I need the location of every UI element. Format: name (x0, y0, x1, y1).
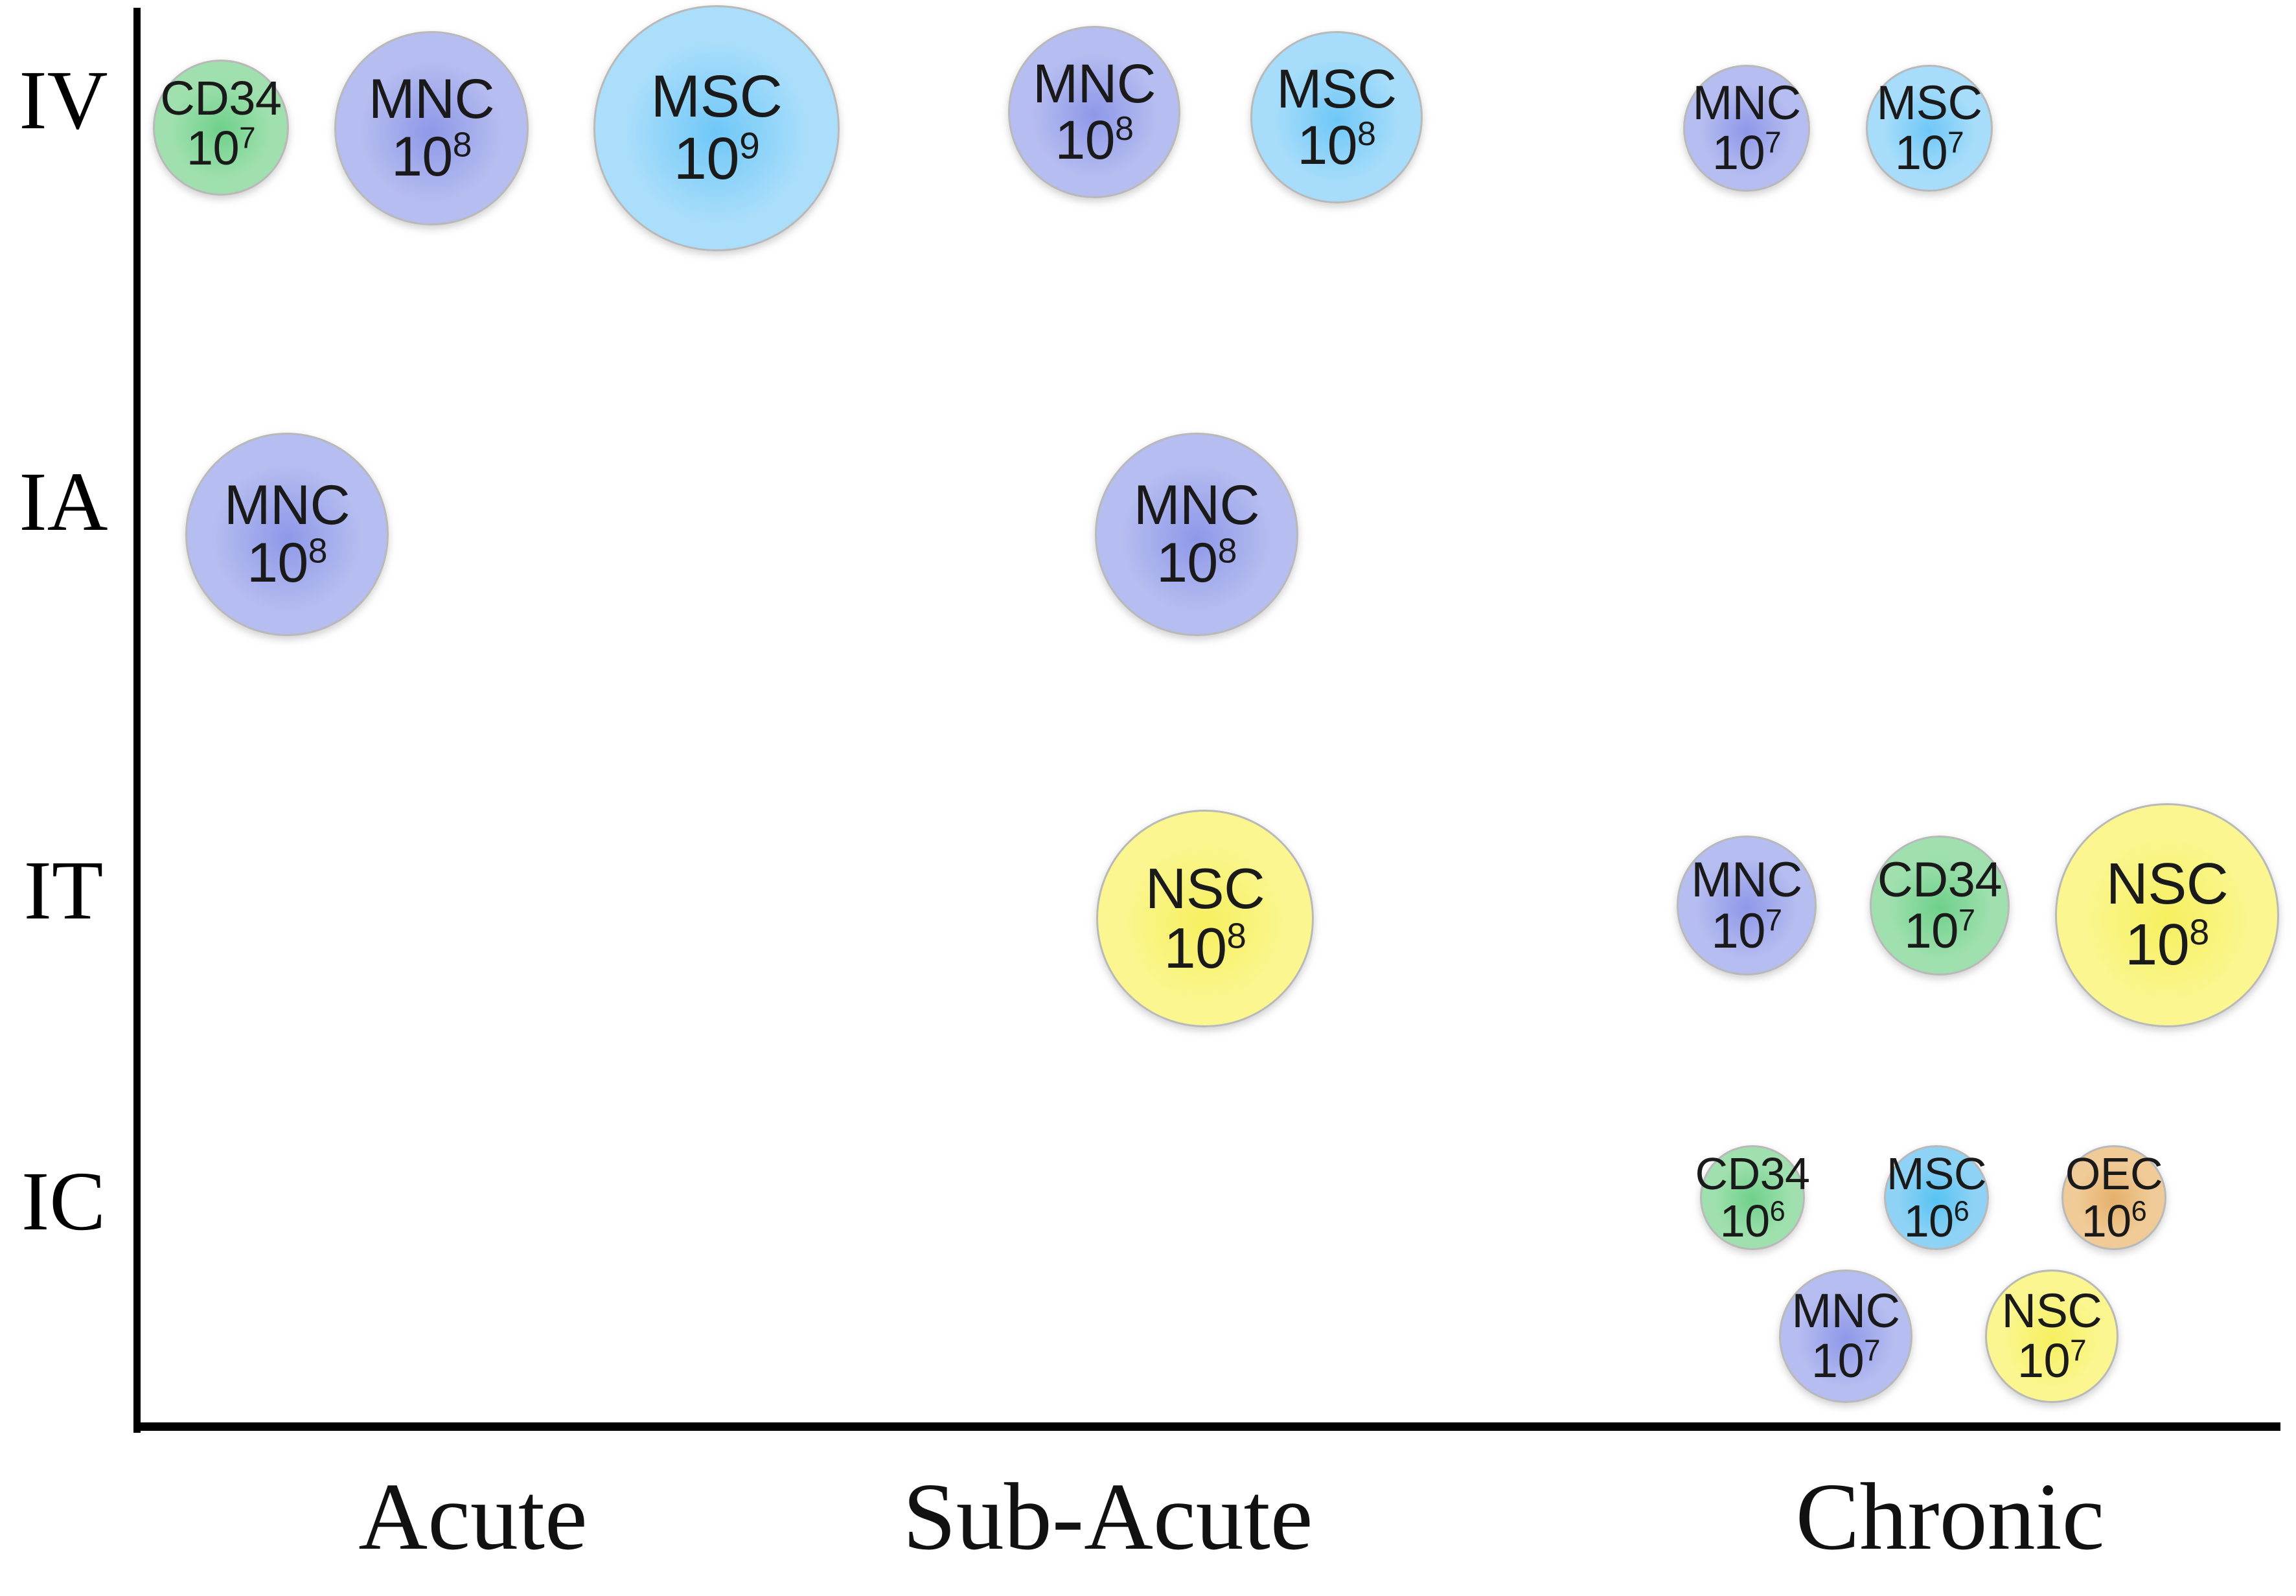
bubble-cell-type-label: CD34 (1695, 1148, 1810, 1200)
bubble-dose-label: 108 (2125, 913, 2209, 977)
y-axis-line (133, 8, 141, 1433)
bubble-dose-exponent: 7 (1765, 125, 1782, 159)
bubble-cell-type-label: MSC (1886, 1148, 1987, 1200)
bubble-dose-base: 10 (2017, 1334, 2071, 1387)
bubble-cell-type-label: MSC (1876, 76, 1982, 130)
bubble-dose-label: 108 (391, 128, 472, 186)
bubble-cell-type-label: MSC (650, 63, 783, 130)
x-axis-line (133, 1422, 2280, 1431)
bubble-dose-label: 107 (186, 121, 256, 175)
y-axis-tick-iv: IV (19, 54, 108, 147)
bubble-dose-label: 108 (1055, 109, 1134, 170)
bubble-dose-exponent: 7 (1765, 902, 1782, 937)
bubble-dose-exponent: 8 (1217, 532, 1237, 571)
bubble-dose-base: 10 (1164, 916, 1227, 980)
bubble-dose-label: 107 (2017, 1333, 2087, 1387)
bubble-dose-exponent: 9 (739, 125, 760, 167)
bubble-dose-exponent: 8 (2189, 911, 2209, 952)
bubble-dose-exponent: 7 (239, 120, 256, 155)
y-axis-tick-it: IT (23, 844, 104, 937)
bubble-cell-type-label: MNC (368, 67, 495, 130)
bubble-dose-exponent: 6 (2131, 1196, 2147, 1227)
x-axis-label-acute: Acute (358, 1464, 588, 1570)
bubble-dose-base: 10 (2081, 1196, 2131, 1246)
bubble-dose-exponent: 6 (1953, 1196, 1969, 1227)
bubble-cell-type-label: MSC (1276, 58, 1397, 119)
bubble-dose-exponent: 6 (1769, 1196, 1785, 1227)
bubble-cell-type-label: MNC (1692, 76, 1801, 130)
bubble-dose-base: 10 (1712, 126, 1765, 179)
bubble-dose-exponent: 7 (1958, 902, 1975, 937)
bubble-dose-label: 106 (2082, 1198, 2147, 1245)
bubble-dose-base: 10 (1055, 109, 1116, 170)
bubble-dose-base: 10 (673, 126, 740, 192)
bubble-dose-label: 107 (1711, 902, 1782, 959)
bubble-dose-label: 108 (247, 534, 327, 592)
bubble-dose-base: 10 (247, 532, 308, 594)
x-axis-label-chronic: Chronic (1795, 1464, 2105, 1570)
bubble-dose-base: 10 (1711, 904, 1765, 959)
bubble-dose-base: 10 (1719, 1196, 1770, 1246)
bubble-dose-label: 108 (1156, 534, 1237, 592)
bubble-dose-exponent: 8 (1226, 916, 1246, 956)
bubble-cell-type-label: NSC (1145, 856, 1265, 921)
bubble-dose-base: 10 (2125, 913, 2190, 977)
y-axis-tick-ia: IA (19, 455, 108, 549)
bubble-dose-label: 108 (1164, 918, 1246, 978)
bubble-dose-label: 107 (1904, 902, 1975, 959)
y-axis-tick-ic: IC (21, 1155, 106, 1248)
bubble-cell-type-label: MNC (224, 473, 350, 536)
bubble-dose-base: 10 (1811, 1334, 1865, 1387)
bubble-dose-base: 10 (1297, 115, 1358, 176)
x-axis-label-sub-acute: Sub-Acute (902, 1464, 1313, 1570)
bubble-cell-type-label: MNC (1033, 52, 1156, 114)
bubble-dose-exponent: 8 (1114, 110, 1134, 148)
bubble-cell-type-label: NSC (2106, 852, 2229, 917)
bubble-cell-type-label: OEC (2065, 1148, 2163, 1200)
bubble-dose-label: 107 (1712, 125, 1782, 179)
bubble-dose-label: 107 (1811, 1333, 1881, 1387)
bubble-cell-type-label: MNC (1133, 473, 1260, 536)
bubble-dose-exponent: 7 (1947, 125, 1964, 159)
bubble-dose-label: 108 (1298, 117, 1376, 174)
bubble-cell-type-label: MNC (1691, 852, 1802, 907)
bubble-dose-base: 10 (391, 126, 453, 188)
bubble-dose-exponent: 8 (1357, 115, 1376, 153)
bubble-dose-exponent: 7 (2070, 1333, 2087, 1367)
bubble-dose-label: 107 (1894, 125, 1964, 179)
bubble-dose-base: 10 (186, 121, 240, 175)
bubble-dose-base: 10 (1903, 1196, 1954, 1246)
bubble-dose-label: 109 (674, 128, 760, 190)
bubble-cell-type-label: CD34 (160, 71, 282, 126)
bubble-cell-type-label: MNC (1791, 1284, 1900, 1338)
bubble-dose-exponent: 8 (308, 532, 328, 571)
bubble-cell-type-label: CD34 (1877, 852, 2003, 907)
bubble-dose-base: 10 (1894, 126, 1948, 179)
bubble-dose-exponent: 7 (1864, 1333, 1881, 1367)
bubble-dose-base: 10 (1156, 532, 1218, 594)
bubble-cell-type-label: NSC (2001, 1284, 2102, 1338)
bubble-dose-base: 10 (1904, 904, 1958, 959)
bubble-dose-exponent: 8 (452, 126, 472, 165)
bubble-dose-label: 106 (1720, 1198, 1785, 1245)
bubble-dose-label: 106 (1904, 1198, 1969, 1245)
